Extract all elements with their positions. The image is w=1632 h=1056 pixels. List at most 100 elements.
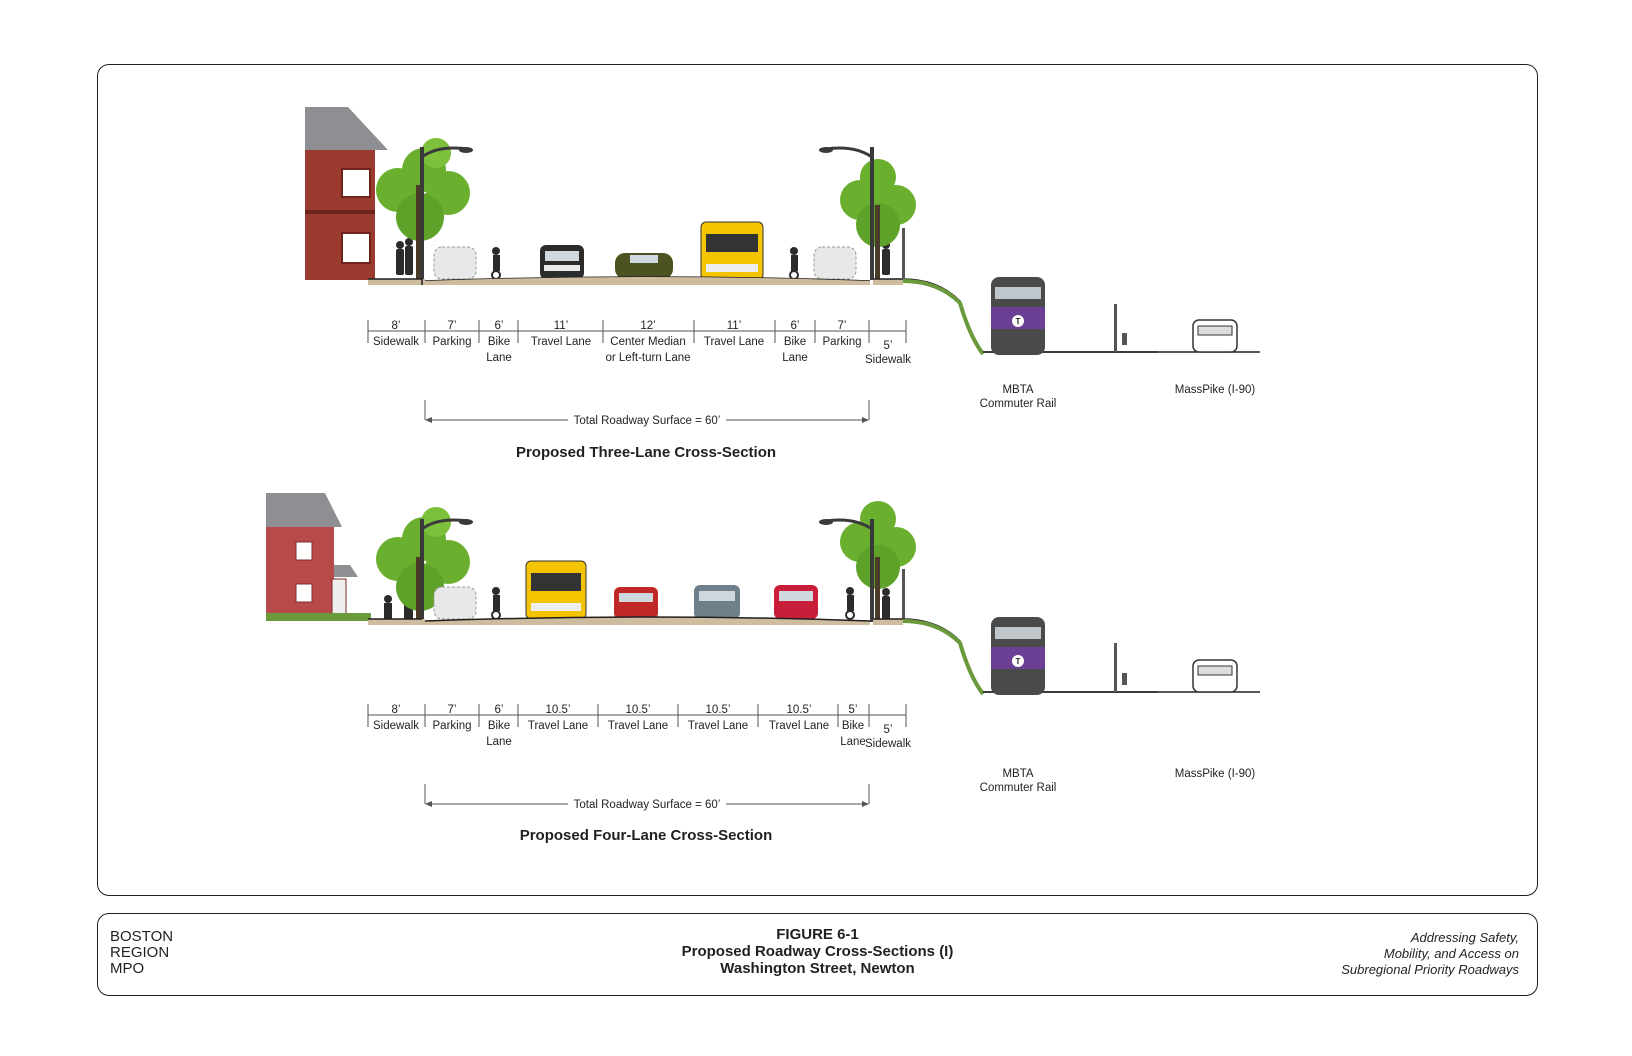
dim-label: Lane [486, 736, 512, 748]
dimension-ticks [367, 704, 907, 727]
dim-label: Parking [433, 720, 472, 732]
signal-pole [1114, 304, 1127, 352]
dim-label: Sidewalk [373, 336, 419, 348]
bus-right-lane [700, 221, 764, 281]
street-light-right [819, 518, 874, 622]
total-roadway-dimension: Total Roadway Surface = 60’ [424, 400, 870, 427]
dim-label: Sidewalk [373, 720, 419, 732]
mbta-train-illustration: T [991, 617, 1045, 695]
cyclist-left [491, 587, 501, 620]
dim-size: 6’ [495, 704, 504, 716]
street-light-left [420, 518, 473, 622]
dim-size: 8’ [392, 320, 401, 332]
dim-size: 6’ [495, 320, 504, 332]
total-roadway-dimension: Total Roadway Surface = 60’ [424, 784, 870, 811]
car-lane-3 [694, 585, 740, 619]
dim-label: Travel Lane [608, 720, 668, 732]
car-lane-2 [614, 587, 658, 619]
dim-size: 6’ [791, 320, 800, 332]
figure-title: Proposed Roadway Cross-Sections (I) [681, 943, 954, 960]
svg-text:T: T [1016, 657, 1021, 666]
svg-text:T: T [1016, 317, 1021, 326]
dimension-ticks [367, 320, 907, 343]
dim-label: Bike [488, 720, 510, 732]
dim-size: 10.5’ [706, 704, 731, 716]
masspike-car-illustration [1192, 319, 1238, 353]
dim-size: 8’ [392, 704, 401, 716]
masspike-label: MassPike (I-90) [1175, 768, 1256, 780]
street-light-left [420, 146, 473, 280]
parked-car-right [813, 246, 857, 280]
dim-label: Bike [842, 720, 864, 732]
dim-size: 7’ [448, 704, 457, 716]
dim-size: 11’ [554, 320, 569, 332]
cyclist-right [789, 247, 799, 280]
org-line: MPO [110, 960, 145, 977]
dim-size: 11’ [727, 320, 742, 332]
dim-label: Parking [823, 336, 862, 348]
brick-house-illustration [305, 107, 388, 280]
dim-label: Lane [486, 352, 512, 364]
dim-size: 12’ [640, 320, 655, 332]
dimension-labels: 8’ Sidewalk 7’ Parking 6’ Bike Lane 11’ … [373, 320, 911, 366]
dim-label: Travel Lane [769, 720, 829, 732]
rail-label: Commuter Rail [980, 782, 1057, 794]
cross-section-diagram: T 8’ Sidewalk 7’ Parking 6’ Bike [266, 107, 1260, 844]
parked-car-left [433, 246, 477, 280]
dim-label: Lane [782, 352, 808, 364]
dim-label: Travel Lane [528, 720, 588, 732]
section-title: Proposed Three-Lane Cross-Section [516, 444, 776, 461]
dim-size: 7’ [838, 320, 847, 332]
dim-label: Travel Lane [688, 720, 748, 732]
dim-size: 5’ [884, 340, 893, 352]
figure-caption: FIGURE 6-1 Proposed Roadway Cross-Sectio… [98, 926, 1537, 977]
car-center [615, 253, 673, 279]
dim-size: 10.5’ [546, 704, 571, 716]
title-block: BOSTON REGION MPO FIGURE 6-1 Proposed Ro… [97, 913, 1538, 996]
dim-label: Travel Lane [704, 336, 764, 348]
dim-label: Bike [784, 336, 806, 348]
rail-label: MBTA [1002, 384, 1033, 396]
dim-label: Travel Lane [531, 336, 591, 348]
bus-lane-1 [525, 560, 587, 620]
rail-label: MBTA [1002, 768, 1033, 780]
dim-label: Sidewalk [865, 354, 911, 366]
cyclist-left [491, 247, 501, 280]
rail-label: Commuter Rail [980, 398, 1057, 410]
cyclist-right [845, 587, 855, 620]
dim-size: 5’ [849, 704, 858, 716]
parked-car-left [433, 586, 477, 620]
project-line: Addressing Safety, [1410, 930, 1519, 945]
tree-left [376, 138, 470, 280]
pedestrian-right [882, 588, 890, 620]
figure-subtitle: Washington Street, Newton [720, 960, 915, 977]
dim-size: 7’ [448, 320, 457, 332]
section-four-lane: T 8’ Sidewalk 7’ Parking 6’ Bike Lane 10… [266, 493, 1260, 844]
dim-size: 10.5’ [787, 704, 812, 716]
total-roadway-label: Total Roadway Surface = 60’ [574, 799, 721, 811]
dim-label: Parking [433, 336, 472, 348]
org-line: BOSTON [110, 928, 174, 945]
house-illustration [266, 493, 371, 621]
car-travel-1 [540, 245, 584, 279]
masspike-car-illustration [1192, 659, 1238, 693]
total-roadway-label: Total Roadway Surface = 60’ [574, 415, 721, 427]
masspike-label: MassPike (I-90) [1175, 384, 1256, 396]
car-lane-4 [774, 585, 818, 619]
dim-label: Bike [488, 336, 510, 348]
dim-size: 10.5’ [626, 704, 651, 716]
dim-label: Sidewalk [865, 738, 911, 750]
section-title: Proposed Four-Lane Cross-Section [520, 827, 773, 844]
dim-label: Center Median [610, 336, 685, 348]
dim-label: or Left-turn Lane [605, 352, 690, 364]
project-line: Subregional Priority Roadways [1341, 962, 1519, 977]
dim-size: 5’ [884, 724, 893, 736]
dimension-labels: 8’ Sidewalk 7’ Parking 6’ Bike Lane 10.5… [373, 704, 911, 750]
figure-frame: T 8’ Sidewalk 7’ Parking 6’ Bike [97, 64, 1538, 896]
org-name: BOSTON REGION MPO [110, 929, 173, 977]
pedestrians-left [396, 238, 413, 275]
project-line: Mobility, and Access on [1383, 946, 1519, 961]
signal-pole [1114, 643, 1127, 692]
street-light-right [819, 146, 874, 280]
figure-number: FIGURE 6-1 [776, 926, 859, 943]
